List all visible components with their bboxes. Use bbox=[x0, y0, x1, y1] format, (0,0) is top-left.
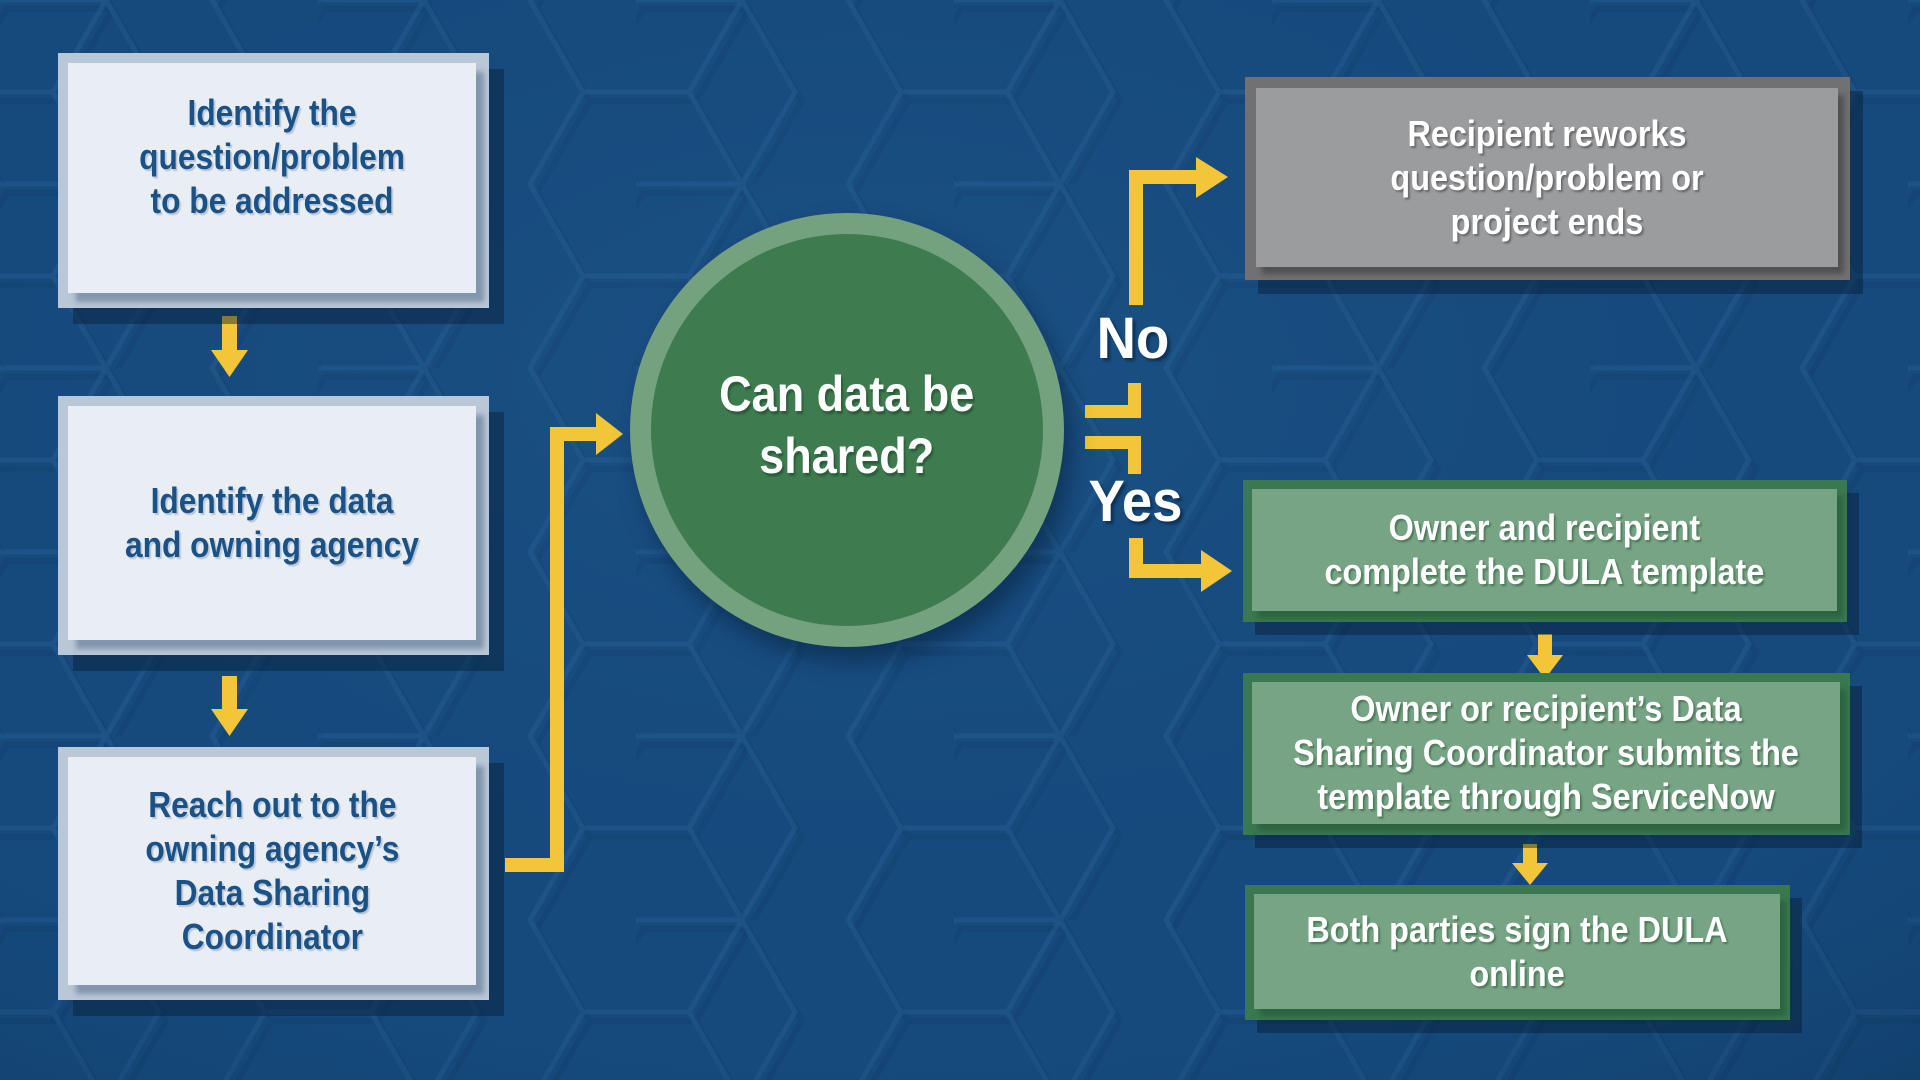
step-text-line: to be addressed bbox=[150, 180, 394, 221]
arrow-step2-to-step3 bbox=[211, 676, 248, 736]
step-identify-data: Identify the data and owning agency bbox=[58, 396, 489, 655]
arrow-yes2-to-yes3 bbox=[1512, 844, 1548, 885]
step-complete-dula-template: Owner and recipient complete the DULA te… bbox=[1243, 480, 1847, 622]
step-text-line: Coordinator bbox=[181, 916, 363, 957]
step-reach-out-coordinator: Reach out to the owning agency’s Data Sh… bbox=[58, 747, 489, 1000]
yes-step-text-line: Sharing Coordinator submits the bbox=[1293, 732, 1799, 773]
arrow-step1-to-step2 bbox=[211, 316, 248, 377]
step-identify-question: Identify the question/problem to be addr… bbox=[58, 53, 489, 308]
branch-label-yes: Yes bbox=[1088, 469, 1183, 534]
connector-step3-to-decision bbox=[505, 413, 623, 872]
decision-text-line: shared? bbox=[759, 428, 935, 484]
yes-step-text-line: Owner and recipient bbox=[1388, 507, 1701, 548]
connector-decision-no-start bbox=[1085, 383, 1141, 418]
yes-step-text-line: Owner or recipient’s Data bbox=[1350, 688, 1742, 729]
step-text-line: question/problem bbox=[139, 136, 405, 177]
step-text-line: Data Sharing bbox=[174, 872, 370, 913]
yes-step-text-line: complete the DULA template bbox=[1324, 551, 1765, 592]
decision-text-line: Can data be bbox=[719, 366, 975, 422]
step-text-line: and owning agency bbox=[125, 524, 419, 565]
step-submit-servicenow: Owner or recipient’s Data Sharing Coordi… bbox=[1243, 673, 1850, 835]
step-sign-dula-online: Both parties sign the DULA online bbox=[1245, 885, 1790, 1020]
step-text-line: owning agency’s bbox=[144, 828, 400, 869]
step-text-line: Reach out to the bbox=[147, 784, 397, 825]
yes-step-text-line: template through ServiceNow bbox=[1317, 776, 1775, 817]
step-text-line: Identify the data bbox=[150, 480, 394, 521]
connector-decision-yes-start bbox=[1085, 436, 1141, 474]
outcome-text-line: Recipient reworks bbox=[1407, 112, 1687, 154]
connector-yes-to-step bbox=[1129, 538, 1232, 592]
outcome-text-line: question/problem or bbox=[1390, 156, 1704, 198]
yes-step-text-line: Both parties sign the DULA bbox=[1306, 908, 1728, 950]
step-text-line: Identify the bbox=[187, 92, 357, 133]
decision-can-data-be-shared: Can data be shared? bbox=[630, 213, 1064, 647]
arrow-yes1-to-yes2 bbox=[1527, 634, 1563, 679]
branch-label-no: No bbox=[1096, 306, 1170, 371]
outcome-recipient-reworks: Recipient reworks question/problem or pr… bbox=[1245, 77, 1850, 280]
outcome-text-line: project ends bbox=[1450, 200, 1644, 242]
connector-no-to-outcome bbox=[1129, 157, 1228, 305]
yes-step-text-line: online bbox=[1469, 952, 1565, 994]
